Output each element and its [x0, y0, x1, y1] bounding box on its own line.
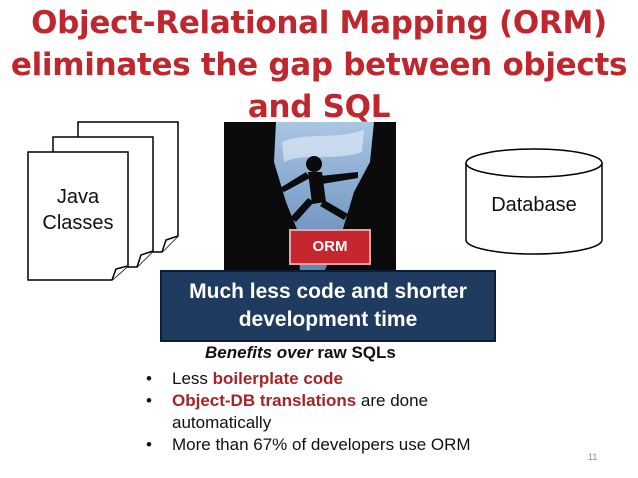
banner-line-2: development time [238, 308, 418, 331]
list-item: • More than 67% of developers use ORM [146, 435, 471, 454]
list-item: • Object-DB translations are done automa… [146, 391, 429, 432]
java-classes-documents-icon [27, 121, 179, 281]
orm-badge: ORM [289, 229, 371, 265]
slide-number: 11 [588, 452, 598, 462]
bullet-icon: • [146, 391, 152, 410]
list-item: • Less boilerplate code [146, 369, 344, 388]
slide-title: Object-Relational Mapping (ORM) eliminat… [0, 2, 638, 128]
database-cylinder-icon [465, 148, 603, 255]
benefits-list: • Less boilerplate code • Object-DB tran… [140, 368, 540, 456]
banner-line-1: Much less code and shorter [189, 280, 467, 303]
java-classes-label: Java Classes [42, 186, 114, 234]
benefit-banner: Much less code and shorter development t… [160, 270, 496, 342]
benefits-heading: Benefits over raw SQLs [205, 343, 396, 362]
title-line-3: and SQL [247, 89, 391, 125]
title-line-1: Object-Relational Mapping (ORM) [31, 5, 607, 41]
bullet-icon: • [146, 435, 152, 454]
title-line-2: eliminates the gap between objects [10, 47, 628, 83]
bullet-icon: • [146, 369, 152, 388]
database-label: Database [491, 194, 577, 216]
